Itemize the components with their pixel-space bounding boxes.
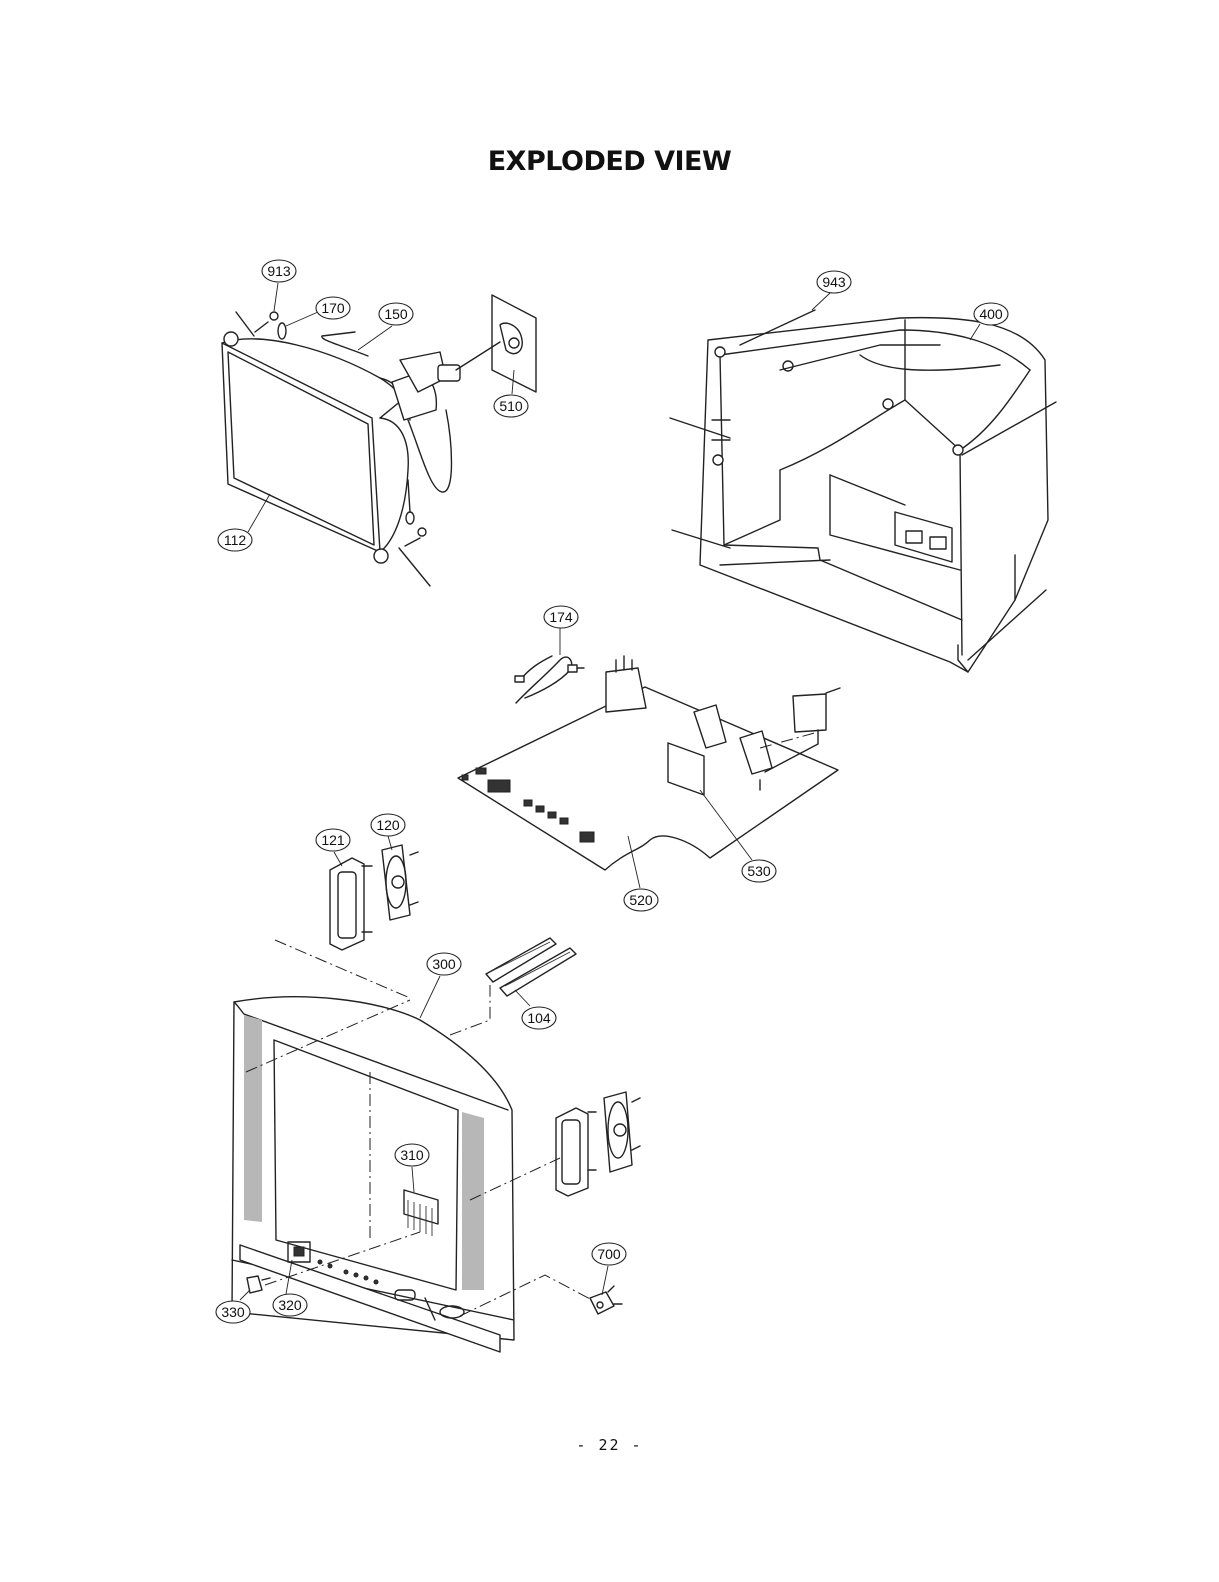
power-cord <box>515 656 584 703</box>
receiver-assembly <box>590 1286 622 1314</box>
right-speaker-assembly <box>556 1092 640 1196</box>
svg-text:170: 170 <box>321 300 345 316</box>
svg-text:150: 150 <box>384 306 408 322</box>
svg-text:121: 121 <box>321 832 345 848</box>
neck-board-bracket <box>456 295 536 392</box>
callout-943: 943 <box>812 271 851 310</box>
svg-text:320: 320 <box>278 1297 302 1313</box>
picture-tube <box>222 312 460 586</box>
svg-text:520: 520 <box>629 892 653 908</box>
page-number: - 22 - <box>0 1436 1219 1454</box>
callout-170: 170 <box>286 297 350 326</box>
svg-text:120: 120 <box>376 817 400 833</box>
svg-text:112: 112 <box>224 532 247 548</box>
svg-text:943: 943 <box>822 274 846 290</box>
control-rods <box>486 938 576 996</box>
back-cover <box>670 310 1056 672</box>
svg-text:310: 310 <box>400 1147 424 1163</box>
svg-text:174: 174 <box>549 609 573 625</box>
svg-text:330: 330 <box>221 1304 245 1320</box>
callout-913: 913 <box>262 260 296 311</box>
callout-150: 150 <box>358 303 413 350</box>
callout-label: 913 <box>267 263 291 279</box>
callout-121: 121 <box>316 829 350 866</box>
callout-700: 700 <box>592 1243 626 1295</box>
svg-text:400: 400 <box>979 306 1003 322</box>
callout-104: 104 <box>515 990 556 1029</box>
svg-text:700: 700 <box>597 1246 621 1262</box>
svg-text:510: 510 <box>499 398 523 414</box>
front-cabinet <box>232 997 514 1352</box>
callout-300: 300 <box>420 953 461 1018</box>
callout-174: 174 <box>544 606 578 655</box>
main-pcb <box>458 656 840 870</box>
left-speaker-assembly <box>330 845 418 950</box>
callout-112: 112 <box>218 494 270 551</box>
svg-text:300: 300 <box>432 956 456 972</box>
callout-120: 120 <box>371 814 405 850</box>
svg-text:104: 104 <box>527 1010 551 1026</box>
svg-text:530: 530 <box>747 863 771 879</box>
